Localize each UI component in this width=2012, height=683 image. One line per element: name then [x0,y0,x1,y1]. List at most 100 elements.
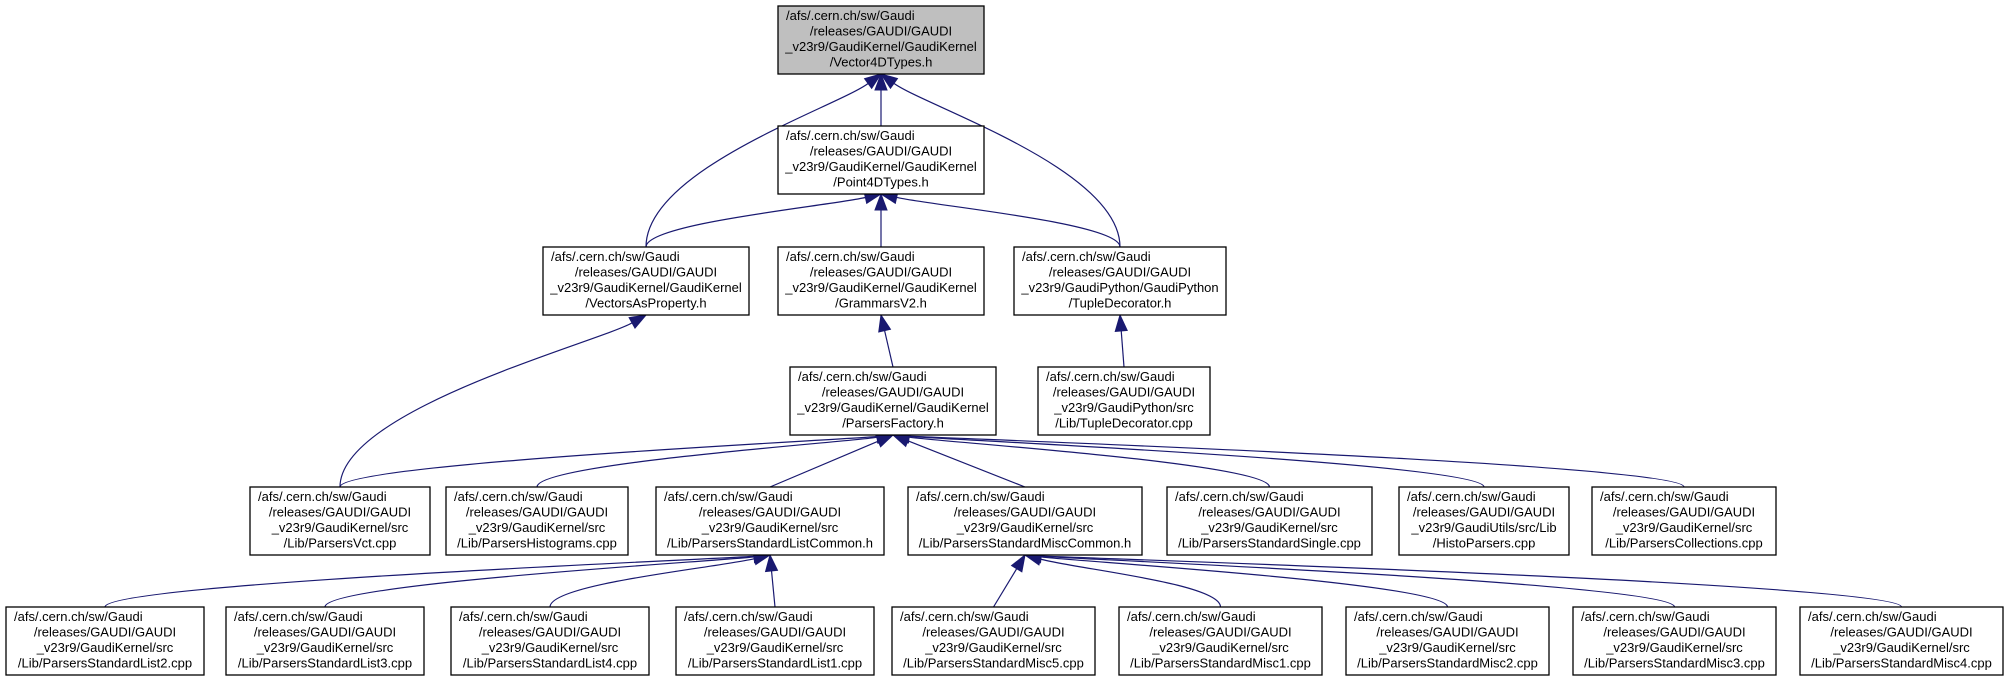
arrowhead [764,553,779,573]
node-label-line: /afs/.cern.ch/sw/Gaudi [1354,609,1483,624]
node-label-line: /releases/GAUDI/GAUDI [1053,385,1195,400]
node-label-line: /Lib/TupleDecorator.cpp [1055,416,1193,431]
node-label-line: /releases/GAUDI/GAUDI [34,625,176,640]
node-label-line: /Lib/ParsersStandardMiscCommon.h [919,536,1131,551]
edge-list1-to-listcommon [764,553,779,608]
root-node-box [777,5,985,75]
node-label-line: /afs/.cern.ch/sw/Gaudi [1600,489,1729,504]
node-label-line: _v23r9/GaudiKernel/GaudiKernel [796,400,989,415]
edge-line [908,436,1271,488]
node-label-line: /releases/GAUDI/GAUDI [1198,505,1340,520]
node-label-line: /Point4DTypes.h [833,175,928,190]
node-list1[interactable]: /afs/.cern.ch/sw/Gaudi/releases/GAUDI/GA… [675,606,875,676]
node-list2[interactable]: /afs/.cern.ch/sw/Gaudi/releases/GAUDI/GA… [5,606,205,676]
node-label-line: _v23r9/GaudiKernel/src [1605,640,1743,655]
node-grammarsv2[interactable]: /afs/.cern.ch/sw/Gaudi/releases/GAUDI/GA… [777,246,985,316]
node-label-line: /releases/GAUDI/GAUDI [479,625,621,640]
node-list3[interactable]: /afs/.cern.ch/sw/Gaudi/releases/GAUDI/GA… [225,606,425,676]
node-label-line: /Vector4DTypes.h [830,55,933,70]
node-misc3[interactable]: /afs/.cern.ch/sw/Gaudi/releases/GAUDI/GA… [1572,606,1777,676]
edge-line [1040,555,1676,608]
node-label-line: /releases/GAUDI/GAUDI [954,505,1096,520]
node-label-line: /GrammarsV2.h [835,296,927,311]
node-box [777,246,985,316]
node-label-line: /Lib/ParsersStandardListCommon.h [667,536,873,551]
node-misccommon[interactable]: /afs/.cern.ch/sw/Gaudi/releases/GAUDI/GA… [907,486,1143,556]
node-collections[interactable]: /afs/.cern.ch/sw/Gaudi/releases/GAUDI/GA… [1591,486,1777,556]
node-misc5[interactable]: /afs/.cern.ch/sw/Gaudi/releases/GAUDI/GA… [891,606,1096,676]
arrowhead [874,72,888,91]
node-box [445,486,629,556]
node-label-line: _v23r9/GaudiKernel/src [1832,640,1970,655]
node-vectorsasproperty[interactable]: /afs/.cern.ch/sw/Gaudi/releases/GAUDI/GA… [542,246,750,316]
edge-parsersfactory-to-grammarsv2 [878,313,894,368]
node-label-line: /releases/GAUDI/GAUDI [1830,625,1972,640]
node-histoparsers[interactable]: /afs/.cern.ch/sw/Gaudi/releases/GAUDI/GA… [1398,486,1570,556]
node-label-line: /afs/.cern.ch/sw/Gaudi [459,609,588,624]
node-tupledecorator_cpp[interactable]: /afs/.cern.ch/sw/Gaudi/releases/GAUDI/GA… [1037,366,1211,436]
node-label-line: /afs/.cern.ch/sw/Gaudi [1175,489,1304,504]
node-label-line: /afs/.cern.ch/sw/Gaudi [454,489,583,504]
node-misc4[interactable]: /afs/.cern.ch/sw/Gaudi/releases/GAUDI/GA… [1799,606,2004,676]
node-label-line: /afs/.cern.ch/sw/Gaudi [1127,609,1256,624]
node-parsersfactory[interactable]: /afs/.cern.ch/sw/Gaudi/releases/GAUDI/GA… [789,366,997,436]
node-label-line: /releases/GAUDI/GAUDI [466,505,608,520]
node-box [777,125,985,195]
node-tupledecorator_h[interactable]: /afs/.cern.ch/sw/Gaudi/releases/GAUDI/GA… [1013,246,1227,316]
node-label-line: _v23r9/GaudiKernel/GaudiKernel [784,159,977,174]
node-label-line: /Lib/ParsersStandardMisc5.cpp [903,656,1084,671]
node-label-line: /releases/GAUDI/GAUDI [575,265,717,280]
edge-line [339,322,633,488]
node-label-line: _v23r9/GaudiUtils/src/Lib [1410,520,1556,535]
node-label-line: /releases/GAUDI/GAUDI [1376,625,1518,640]
node-label-line: /afs/.cern.ch/sw/Gaudi [900,609,1029,624]
node-label-line: /Lib/ParsersStandardMisc1.cpp [1130,656,1311,671]
node-parsersvct[interactable]: /afs/.cern.ch/sw/Gaudi/releases/GAUDI/GA… [249,486,431,556]
node-label-line: /Lib/ParsersStandardList4.cpp [463,656,637,671]
node-label-line: _v23r9/GaudiKernel/src [36,640,174,655]
node-list4[interactable]: /afs/.cern.ch/sw/Gaudi/releases/GAUDI/GA… [450,606,650,676]
node-label-line: /releases/GAUDI/GAUDI [810,24,952,39]
edge-line [324,556,755,608]
edge-tupledecorator_h-to-vector4d [879,73,1121,248]
edge-line [549,558,755,608]
node-label-line: /Lib/ParsersHistograms.cpp [457,536,617,551]
node-label-line: _v23r9/GaudiKernel/src [701,520,839,535]
edge-line [1040,556,1449,608]
node-label-line: /afs/.cern.ch/sw/Gaudi [234,609,363,624]
node-box [1013,246,1227,316]
node-label-line: _v23r9/GaudiKernel/src [706,640,844,655]
node-label-line: /afs/.cern.ch/sw/Gaudi [1581,609,1710,624]
arrowhead [863,73,883,90]
node-label-line: /ParsersFactory.h [842,416,944,431]
edge-line [769,440,879,488]
node-label-line: /Lib/ParsersCollections.cpp [1605,536,1763,551]
node-point4d[interactable]: /afs/.cern.ch/sw/Gaudi/releases/GAUDI/GA… [777,125,985,195]
node-misc1[interactable]: /afs/.cern.ch/sw/Gaudi/releases/GAUDI/GA… [1118,606,1323,676]
node-box [1799,606,2004,676]
node-label-line: /releases/GAUDI/GAUDI [922,625,1064,640]
edge-line [907,440,1026,488]
node-label-line: /Lib/ParsersStandardList1.cpp [688,656,862,671]
arrowhead [628,314,648,329]
edge-line [1120,330,1125,368]
edge-line [884,330,894,368]
node-box [5,606,205,676]
node-label-line: /Lib/ParsersStandardSingle.cpp [1178,536,1361,551]
node-label-line: /afs/.cern.ch/sw/Gaudi [1022,249,1151,264]
node-vector4d[interactable]: /afs/.cern.ch/sw/Gaudi/releases/GAUDI/GA… [777,5,985,75]
node-label-line: /afs/.cern.ch/sw/Gaudi [14,609,143,624]
arrowhead [879,73,899,90]
edge-misc5-to-misccommon [992,553,1026,608]
node-box [1037,366,1211,436]
node-label-line: /releases/GAUDI/GAUDI [1413,505,1555,520]
node-label-line: /releases/GAUDI/GAUDI [1049,265,1191,280]
node-misc2[interactable]: /afs/.cern.ch/sw/Gaudi/releases/GAUDI/GA… [1345,606,1550,676]
node-listcommon[interactable]: /afs/.cern.ch/sw/Gaudi/releases/GAUDI/GA… [655,486,885,556]
edge-line [1040,555,1903,608]
node-label-line: /HistoParsers.cpp [1433,536,1536,551]
node-parsershistograms[interactable]: /afs/.cern.ch/sw/Gaudi/releases/GAUDI/GA… [445,486,629,556]
node-single[interactable]: /afs/.cern.ch/sw/Gaudi/releases/GAUDI/GA… [1166,486,1373,556]
node-label-line: /Lib/ParsersStandardMisc3.cpp [1584,656,1765,671]
node-label-line: /releases/GAUDI/GAUDI [810,265,952,280]
